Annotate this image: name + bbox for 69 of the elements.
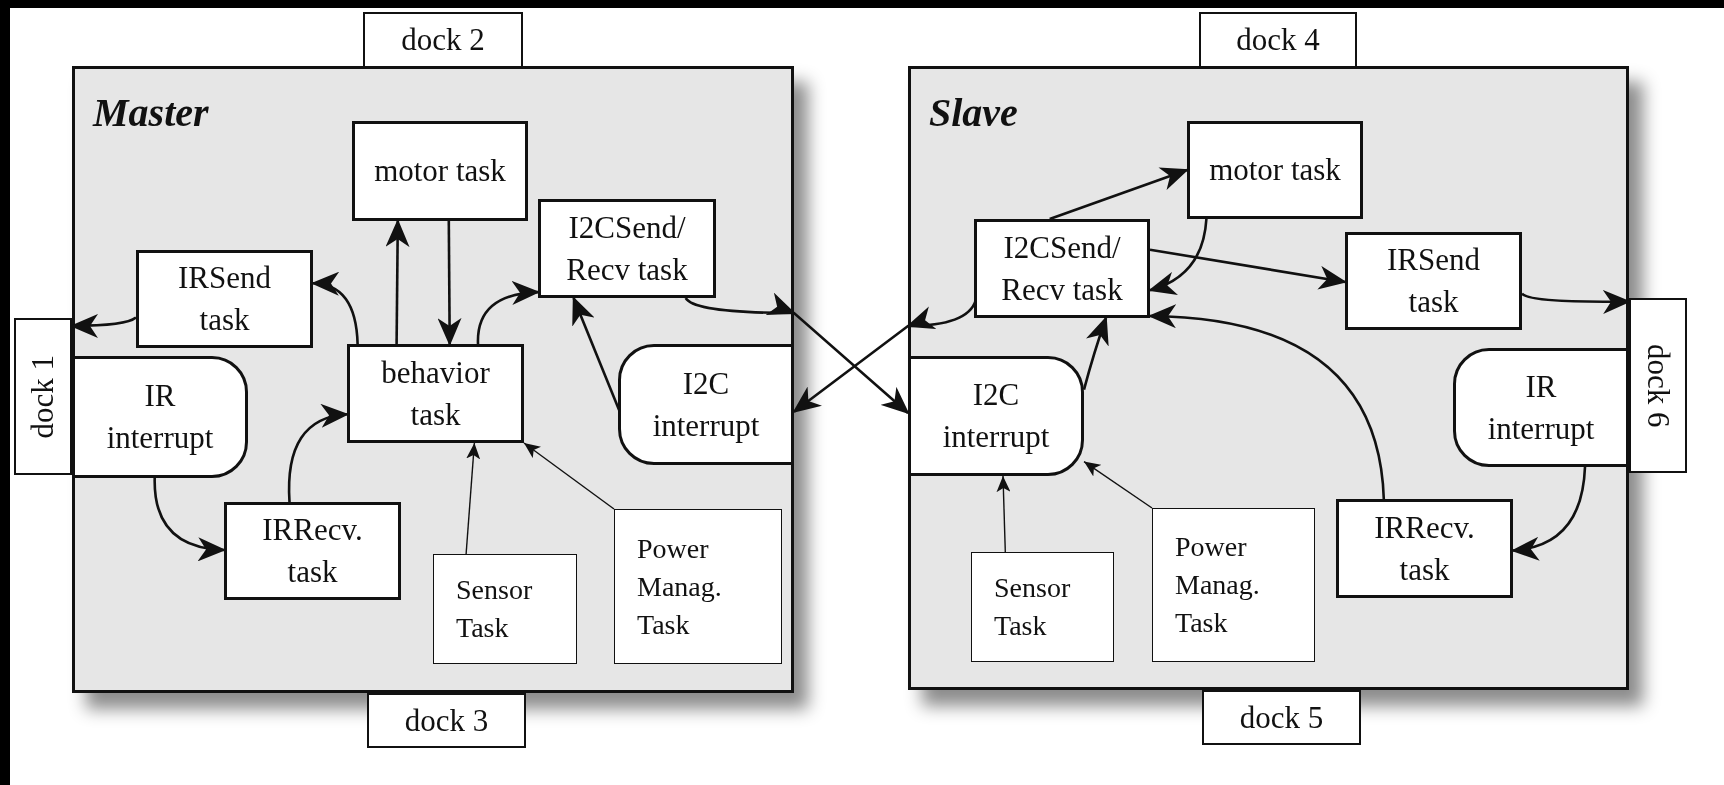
dock-box: [1199, 12, 1357, 68]
arrow: [465, 442, 481, 555]
arrow: [1049, 167, 1189, 221]
dock-box: [367, 693, 526, 748]
task-label: I2C interrupt: [941, 376, 1051, 456]
task-label: behavior task: [380, 353, 491, 434]
task-box: [1345, 232, 1522, 330]
arrow: [153, 477, 226, 561]
task-box: [1187, 121, 1363, 219]
arrow: [1148, 305, 1386, 500]
task-box: [433, 554, 577, 664]
task-box: [538, 199, 716, 298]
arrow: [996, 475, 1011, 553]
panel: [72, 66, 794, 693]
task-label: I2CSend/ Recv task: [565, 208, 689, 289]
arrow: [1082, 316, 1109, 390]
arrow: [1511, 466, 1587, 560]
task-label: IRRecv. task: [1373, 508, 1476, 589]
dock-label: dock 2: [401, 21, 485, 59]
task-label: Sensor Task: [456, 573, 534, 645]
task-box: [224, 502, 401, 600]
arrow: [287, 405, 349, 503]
dock-label: dock 5: [1239, 698, 1324, 737]
dock-label: dock 1: [24, 354, 61, 439]
task-label: Power Manag. Task: [1175, 530, 1261, 640]
task-label: Power Manag. Task: [637, 531, 723, 642]
task-label: IRSend task: [1386, 241, 1481, 321]
dock-box: [1629, 298, 1687, 473]
interrupt-shape: [72, 356, 248, 478]
arrow: [1148, 218, 1208, 294]
task-box: [347, 344, 524, 443]
task-box: [974, 219, 1150, 318]
panel-heading: Slave: [929, 91, 1018, 135]
arrow: [437, 221, 462, 346]
task-box: [1152, 508, 1315, 662]
arrow: [1083, 460, 1153, 509]
panel: [908, 66, 1629, 690]
panel-heading: Master: [93, 91, 209, 135]
task-label: I2CSend/ Recv task: [1000, 228, 1124, 309]
interrupt-shape: [908, 356, 1084, 476]
arrow: [311, 273, 359, 345]
task-box: [136, 250, 313, 348]
dock-label: dock 4: [1236, 21, 1320, 59]
task-box: [614, 509, 782, 664]
arrow: [385, 219, 410, 344]
task-label: Sensor Task: [994, 571, 1072, 643]
dock-label: dock 6: [1640, 343, 1677, 428]
task-label: IRRecv. task: [261, 511, 364, 591]
arrow: [572, 296, 621, 413]
task-box: [971, 552, 1114, 662]
interrupt-shape: [618, 344, 794, 465]
arrow: [793, 299, 977, 413]
arrow: [523, 442, 615, 510]
arrow: [684, 293, 909, 414]
task-label: motor task: [1209, 151, 1341, 189]
dock-box: [363, 12, 523, 68]
dock-box: [14, 318, 72, 475]
task-label: IR interrupt: [1486, 367, 1596, 448]
task-label: IR interrupt: [105, 377, 215, 457]
arrow: [476, 281, 540, 344]
task-box: [352, 121, 528, 221]
task-label: I2C interrupt: [651, 364, 761, 445]
dock-box: [1202, 690, 1361, 745]
dock-label: dock 3: [404, 701, 489, 740]
task-label: IRSend task: [177, 259, 272, 339]
task-box: [1336, 499, 1513, 598]
arrow: [1149, 248, 1347, 290]
task-label: motor task: [374, 152, 506, 190]
interrupt-shape: [1453, 348, 1629, 467]
